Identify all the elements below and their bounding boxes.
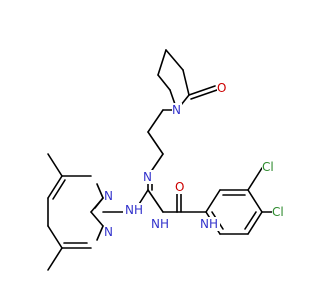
svg-text:N: N (104, 189, 113, 203)
svg-text:O: O (175, 180, 184, 194)
svg-text:NH: NH (151, 217, 169, 231)
svg-text:N: N (172, 103, 181, 117)
atom-pyr-N1: N (104, 189, 114, 203)
atom-cl-top: Cl (262, 160, 278, 174)
bond (188, 85, 216, 96)
bond (247, 211, 263, 235)
bond (90, 211, 104, 227)
bond (244, 211, 257, 230)
bond (247, 189, 263, 213)
molecule-diagram: N N NH N NH O NH N (47, 49, 290, 271)
svg-text:N: N (104, 225, 113, 239)
svg-text:Cl: Cl (272, 205, 284, 219)
bond (52, 179, 66, 200)
bond (165, 49, 184, 71)
bond (147, 131, 164, 155)
atom-labels: N N NH N NH O NH N (104, 81, 290, 239)
bond (147, 189, 164, 213)
bond (47, 153, 63, 177)
structure-svg: N N NH N NH O NH N (47, 49, 290, 271)
bond (47, 175, 63, 199)
atom-pyr-N3: N (104, 225, 114, 239)
bond (147, 109, 164, 133)
bond (94, 197, 104, 209)
bond (205, 189, 221, 213)
bond (96, 183, 104, 199)
bond (247, 167, 263, 191)
atom-o-urea: O (175, 180, 185, 194)
bond (47, 247, 63, 271)
atom-nh-right: NH (198, 217, 220, 231)
atom-n-imine: N (143, 170, 153, 184)
atom-n-lactam: N (172, 103, 182, 117)
bond (182, 69, 190, 96)
atom-nh-left: NH (123, 203, 145, 217)
bond (157, 49, 167, 76)
bond (157, 74, 171, 91)
svg-text:NH: NH (125, 203, 143, 217)
bonds (47, 49, 278, 271)
svg-text:Cl: Cl (262, 160, 274, 174)
bond (190, 89, 218, 100)
bond (96, 225, 104, 241)
atom-cl-bottom: Cl (272, 205, 290, 219)
svg-text:N: N (143, 170, 152, 184)
svg-text:O: O (217, 81, 226, 95)
atom-nh-mid: NH (149, 217, 171, 231)
atom-o-lactam: O (217, 81, 228, 95)
bond (47, 225, 63, 249)
svg-text:NH: NH (200, 217, 218, 231)
